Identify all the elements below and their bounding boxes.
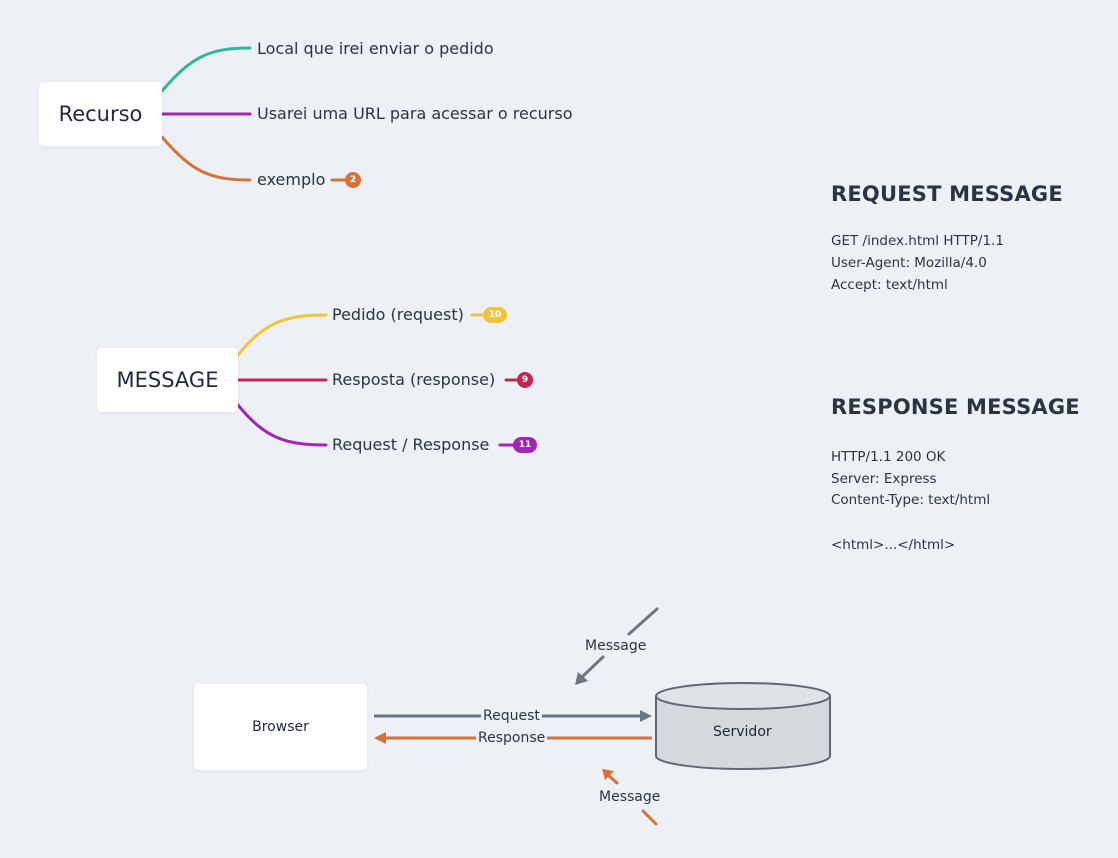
message-root-node[interactable]: MESSAGE	[97, 348, 238, 412]
response-arrow-label: Response	[476, 729, 548, 747]
recurso-branch-label-1[interactable]: Local que irei enviar o pedido	[257, 39, 494, 58]
server-label: Servidor	[713, 724, 772, 740]
response-message-title: RESPONSE MESSAGE	[831, 395, 1080, 419]
recurso-branch-connector-1	[160, 46, 252, 93]
message-branch-connector-1	[236, 313, 328, 357]
recurso-root-label: Recurso	[58, 102, 143, 126]
message-top-arrow-head	[575, 672, 588, 685]
request-line-2: User-Agent: Mozilla/4.0	[831, 255, 987, 271]
message-top-arrow-tail	[627, 607, 659, 636]
message-branch-connector-3	[236, 403, 328, 447]
message-branch-label-3[interactable]: Request / Response	[332, 435, 490, 454]
message-branch-label-1[interactable]: Pedido (request)	[332, 305, 464, 324]
recurso-branch-label-3[interactable]: exemplo	[257, 170, 326, 189]
response-arrow-head	[374, 732, 386, 744]
recurso-root-node[interactable]: Recurso	[39, 82, 162, 146]
message-count-badge-2[interactable]: 9	[517, 372, 533, 388]
response-line-1: HTTP/1.1 200 OK	[831, 449, 946, 465]
response-line-2: Server: Express	[831, 471, 937, 487]
recurso-branch-label-2[interactable]: Usarei uma URL para acessar o recurso	[257, 104, 573, 123]
recurso-count-badge[interactable]: 2	[345, 172, 361, 188]
message-top-label: Message	[583, 637, 649, 655]
request-line-1: GET /index.html HTTP/1.1	[831, 233, 1004, 249]
request-line-3: Accept: text/html	[831, 277, 948, 293]
browser-label: Browser	[252, 719, 309, 735]
browser-node[interactable]: Browser	[194, 684, 367, 770]
message-count-badge-1[interactable]: 10	[483, 307, 507, 323]
message-count-badge-3[interactable]: 11	[513, 437, 537, 453]
message-bottom-label: Message	[597, 788, 663, 806]
message-bottom-arrow-tail	[641, 809, 658, 826]
response-line-5: <html>...</html>	[831, 537, 956, 553]
message-branch-label-2[interactable]: Resposta (response)	[332, 370, 496, 389]
message-bottom-arrow-head	[602, 769, 614, 780]
message-top-arrow-shaft	[581, 655, 605, 678]
server-database-icon	[655, 682, 831, 770]
message-root-label: MESSAGE	[116, 368, 219, 392]
response-line-3: Content-Type: text/html	[831, 492, 991, 508]
message-bottom-arrow-shaft	[606, 773, 619, 785]
request-arrow-label: Request	[481, 707, 542, 725]
request-message-title: REQUEST MESSAGE	[831, 182, 1063, 206]
request-arrow-head	[640, 710, 652, 722]
recurso-branch-connector-3	[160, 135, 252, 182]
